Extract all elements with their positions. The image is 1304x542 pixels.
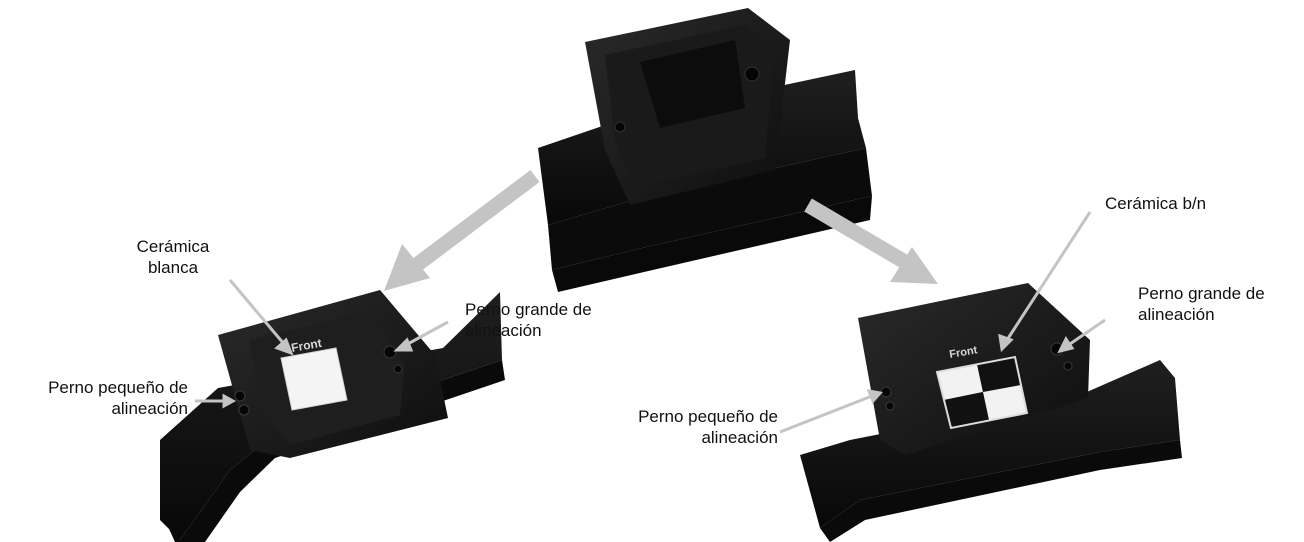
arrow-to-left — [384, 170, 540, 291]
label-line: alineación — [1138, 305, 1215, 324]
label-line: blanca — [147, 258, 199, 277]
pin-large — [744, 66, 760, 82]
label-perno-grande-right: Perno grande de alineación — [1138, 283, 1265, 325]
tray-recess — [640, 40, 745, 128]
label-perno-grande-left: Perno grande de alineación — [465, 299, 592, 341]
label-line: Perno grande de — [1138, 284, 1265, 303]
calibration-holder-empty — [538, 8, 872, 292]
label-line: alineación — [701, 428, 778, 447]
arrow-to-right — [804, 198, 938, 284]
pin-small — [234, 390, 246, 402]
pointer-lines — [195, 211, 1106, 434]
bw-ceramic — [935, 355, 1029, 430]
label-line: Perno pequeño de — [638, 407, 778, 426]
label-ceramica-bn: Cerámica b/n — [1105, 193, 1206, 214]
label-line: Cerámica b/n — [1105, 194, 1207, 213]
calibration-holder-bw-ceramic: Front — [800, 283, 1182, 542]
label-line: Perno pequeño de — [48, 378, 188, 397]
label-perno-pequeno-right: Perno pequeño de alineación — [600, 406, 778, 448]
white-ceramic — [280, 347, 348, 411]
front-label: Front — [290, 336, 323, 355]
label-ceramica-blanca: Cerámica blanca — [118, 236, 228, 278]
front-label: Front — [948, 344, 978, 361]
label-perno-pequeno-left: Perno pequeño de alineación — [0, 377, 188, 419]
label-line: alineación — [111, 399, 188, 418]
label-line: Perno grande de — [465, 300, 592, 319]
label-line: alineación — [465, 321, 542, 340]
calibration-holder-white-ceramic: Front — [160, 290, 505, 542]
pin-small — [614, 121, 626, 133]
pin-large — [383, 345, 397, 359]
label-line: Cerámica — [136, 237, 210, 256]
